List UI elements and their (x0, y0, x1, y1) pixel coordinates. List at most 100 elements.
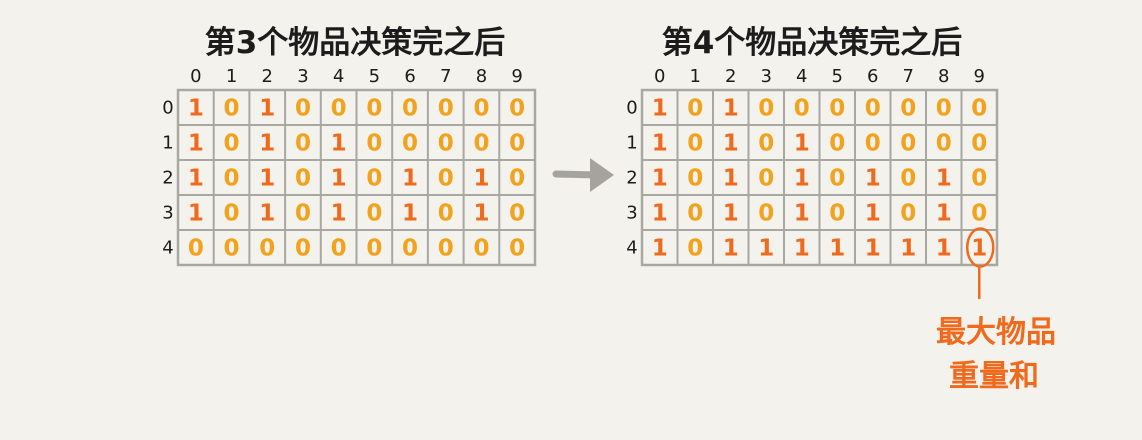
cell-value: 0 (188, 236, 204, 262)
cell-value: 0 (900, 131, 916, 157)
cell-value: 0 (438, 131, 454, 157)
cell-value: 0 (473, 131, 489, 157)
cell-value: 1 (794, 131, 810, 157)
cell-value: 0 (295, 96, 311, 122)
cell-value: 1 (259, 201, 275, 227)
cell-value: 1 (259, 96, 275, 122)
cell-value: 0 (900, 201, 916, 227)
cell-value: 1 (723, 96, 739, 122)
cell-value: 1 (331, 166, 347, 192)
cell-value: 0 (438, 96, 454, 122)
highlight-circle (966, 227, 995, 268)
cell-value: 0 (438, 166, 454, 192)
cell-value: 0 (687, 236, 703, 262)
column-header: 7 (440, 66, 451, 87)
cell-value: 1 (652, 201, 668, 227)
cell-value: 0 (936, 131, 952, 157)
cell-value: 1 (723, 236, 739, 262)
cell-value: 1 (865, 166, 881, 192)
cell-value: 0 (758, 166, 774, 192)
cell-value: 1 (188, 96, 204, 122)
row-header: 0 (626, 98, 637, 119)
cell-value: 0 (331, 236, 347, 262)
cell-value: 1 (723, 131, 739, 157)
cell-value: 1 (188, 166, 204, 192)
annotation-line-1: 最大物品 (936, 315, 1056, 350)
cell-value: 0 (366, 236, 382, 262)
cell-value: 1 (402, 201, 418, 227)
cell-value: 0 (900, 166, 916, 192)
row-header: 1 (626, 133, 637, 154)
cell-value: 1 (794, 201, 810, 227)
column-header: 7 (903, 66, 914, 87)
cell-value: 1 (652, 96, 668, 122)
row-header: 4 (162, 238, 173, 259)
cell-value: 0 (758, 131, 774, 157)
cell-value: 0 (758, 96, 774, 122)
column-header: 5 (832, 66, 843, 87)
column-header: 4 (796, 66, 807, 87)
cell-value: 0 (794, 96, 810, 122)
column-header: 9 (974, 66, 985, 87)
column-header: 9 (511, 66, 522, 87)
cell-value: 0 (473, 96, 489, 122)
cell-value: 0 (509, 236, 525, 262)
cell-value: 0 (687, 131, 703, 157)
cell-value: 0 (224, 236, 240, 262)
row-header: 2 (626, 168, 637, 189)
cell-value: 1 (188, 201, 204, 227)
cell-value: 0 (687, 96, 703, 122)
column-header: 4 (333, 66, 344, 87)
cell-value: 1 (331, 131, 347, 157)
row-header: 1 (162, 133, 173, 154)
cell-value: 0 (509, 166, 525, 192)
cell-value: 0 (224, 96, 240, 122)
column-header: 0 (190, 66, 201, 87)
cell-value: 1 (188, 131, 204, 157)
cell-value: 0 (829, 166, 845, 192)
cell-value: 1 (259, 166, 275, 192)
cell-value: 0 (829, 96, 845, 122)
cell-value: 1 (794, 236, 810, 262)
cell-value: 1 (865, 236, 881, 262)
column-header: 8 (938, 66, 949, 87)
cell-value: 0 (366, 201, 382, 227)
cell-value: 0 (936, 96, 952, 122)
column-header: 1 (226, 66, 237, 87)
column-header: 3 (761, 66, 772, 87)
cell-value: 0 (971, 201, 987, 227)
column-header: 6 (404, 66, 415, 87)
cell-value: 0 (295, 131, 311, 157)
cell-value: 1 (473, 166, 489, 192)
cell-value: 0 (829, 201, 845, 227)
cell-value: 0 (509, 131, 525, 157)
cell-value: 0 (224, 166, 240, 192)
column-header: 8 (476, 66, 487, 87)
column-header: 2 (262, 66, 273, 87)
row-header: 3 (162, 203, 173, 224)
cell-value: 1 (971, 236, 987, 262)
cell-value: 0 (366, 131, 382, 157)
cell-value: 0 (295, 201, 311, 227)
cell-value: 1 (936, 201, 952, 227)
cell-value: 0 (224, 131, 240, 157)
cell-value: 0 (402, 236, 418, 262)
cell-value: 0 (865, 96, 881, 122)
column-header: 1 (690, 66, 701, 87)
cell-value: 1 (723, 201, 739, 227)
cell-value: 0 (829, 131, 845, 157)
cell-value: 0 (865, 131, 881, 157)
cell-value: 0 (971, 166, 987, 192)
cell-value: 1 (652, 166, 668, 192)
cell-value: 1 (900, 236, 916, 262)
row-header: 3 (626, 203, 637, 224)
arrow-head (590, 158, 614, 192)
cell-value: 1 (259, 131, 275, 157)
cell-value: 1 (652, 236, 668, 262)
cell-value: 1 (331, 201, 347, 227)
column-header: 5 (369, 66, 380, 87)
cell-value: 0 (438, 201, 454, 227)
